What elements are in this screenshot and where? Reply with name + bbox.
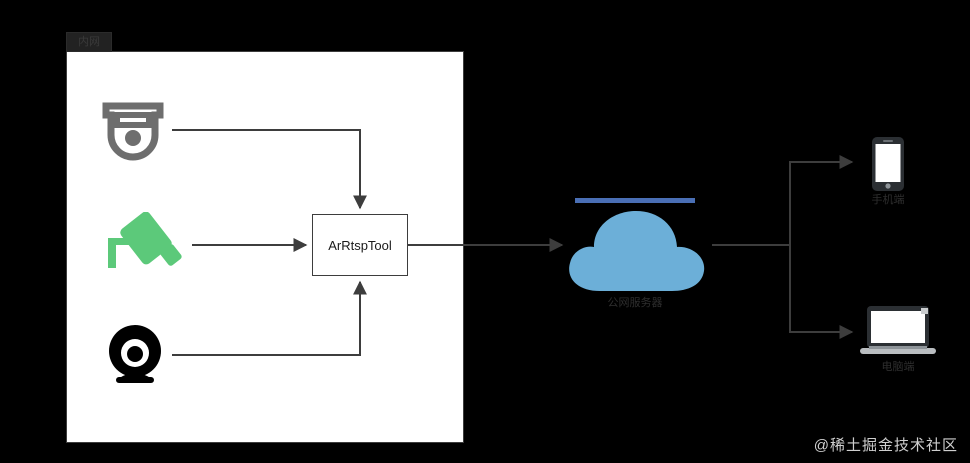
connector-trunk-to-laptop xyxy=(789,245,854,339)
laptop-icon xyxy=(860,306,936,354)
container-tab-label: 内网 xyxy=(66,32,112,52)
laptop-client-group: 电脑端 xyxy=(858,305,938,373)
cloud-shape-icon xyxy=(569,211,705,291)
webcam-icon xyxy=(102,325,168,385)
cloud-top-bar xyxy=(575,198,695,203)
bullet-camera-icon xyxy=(100,212,190,274)
cloud-label: 公网服务器 xyxy=(607,297,663,309)
laptop-client-label: 电脑端 xyxy=(881,361,915,373)
connector-trunk-to-phone xyxy=(789,155,854,245)
watermark: @稀土掘金技术社区 xyxy=(813,437,958,454)
dome-camera-icon xyxy=(98,92,168,164)
phone-client-group: 手机端 xyxy=(858,136,918,206)
phone-client-label: 手机端 xyxy=(871,194,905,206)
arrtsptool-box[interactable]: ArRtspTool xyxy=(312,214,408,276)
phone-icon xyxy=(872,137,904,191)
